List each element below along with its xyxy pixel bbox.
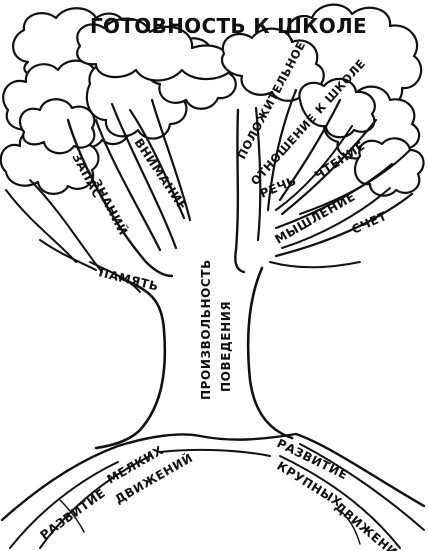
label-trunk-line1: ПРОИЗВОЛЬНОСТЬ — [199, 259, 213, 400]
label-root-left-line1: РАЗВИТИЕ — [38, 486, 109, 543]
label-pamyat: ПАМЯТЬ — [97, 265, 160, 293]
label-trunk-line2: ПОВЕДЕНИЯ — [219, 301, 233, 392]
label-myshlenie: МЫШЛЕНИЕ — [273, 189, 358, 246]
label-vnimanie: ВНИМАНИЕ — [132, 136, 190, 213]
diagram-title: ГОТОВНОСТЬ К ШКОЛЕ — [90, 14, 367, 38]
